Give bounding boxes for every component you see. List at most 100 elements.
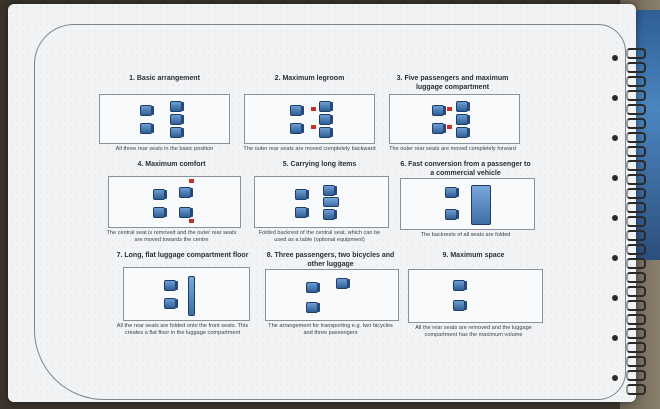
seat-icon bbox=[140, 123, 154, 134]
seat-diagram bbox=[400, 178, 535, 230]
arrow-icon bbox=[447, 125, 452, 129]
seat-icon bbox=[445, 187, 459, 198]
binding-ring bbox=[626, 314, 646, 325]
arrow-icon bbox=[189, 219, 194, 223]
binding-ring bbox=[626, 48, 646, 59]
binding-ring bbox=[626, 76, 646, 87]
binding-hole bbox=[612, 55, 618, 61]
binding-ring bbox=[626, 132, 646, 143]
arrow-icon bbox=[447, 107, 452, 111]
binding-hole bbox=[612, 215, 618, 221]
panel-flat-floor: 7. Long, flat luggage compartment floor … bbox=[115, 251, 250, 381]
seat-icon bbox=[153, 207, 167, 218]
binding-hole bbox=[612, 255, 618, 261]
panel-three-passengers-bicycles: 8. Three passengers, two bicycles and ot… bbox=[263, 251, 399, 381]
binding-ring bbox=[626, 202, 646, 213]
seat-icon bbox=[453, 300, 467, 311]
panel-caption: All the rear seats are removed and the l… bbox=[415, 325, 532, 338]
binding-ring bbox=[626, 258, 646, 269]
seat-diagram bbox=[123, 267, 250, 321]
seat-icon bbox=[456, 114, 470, 125]
panel-title: 6. Fast conversion from a passenger to a… bbox=[400, 161, 531, 177]
panel-title: 3. Five passengers and maximum luggage c… bbox=[396, 75, 509, 91]
binding-hole bbox=[612, 135, 618, 141]
seat-icon bbox=[336, 278, 350, 289]
panel-title: 2. Maximum legroom bbox=[274, 75, 345, 82]
folded-seat-table bbox=[323, 197, 339, 207]
folded-seat-block bbox=[188, 276, 195, 316]
panel-caption: All three rear seats in the basic positi… bbox=[115, 146, 214, 152]
binding-ring bbox=[626, 286, 646, 297]
binding-ring bbox=[626, 230, 646, 241]
seat-diagram bbox=[108, 176, 241, 228]
panel-five-passengers: 3. Five passengers and maximum luggage c… bbox=[385, 74, 520, 204]
seat-icon bbox=[170, 114, 184, 125]
panel-maximum-space: 9. Maximum space All the rear seats are … bbox=[406, 251, 543, 381]
seat-icon bbox=[140, 105, 154, 116]
seat-icon bbox=[290, 105, 304, 116]
panel-caption: Folded backrest of the central seat, whi… bbox=[258, 230, 381, 243]
panel-caption: The outer rear seats are moved completel… bbox=[389, 146, 516, 152]
seat-icon bbox=[164, 298, 178, 309]
seat-diagram bbox=[265, 269, 399, 321]
panel-carrying-long-items: 5. Carrying long items Folded backrest o… bbox=[252, 160, 389, 290]
seat-icon bbox=[453, 280, 467, 291]
seat-diagram bbox=[244, 94, 375, 144]
seat-icon bbox=[295, 207, 309, 218]
panel-basic-arrangement: 1. Basic arrangement All three rear seat… bbox=[97, 74, 232, 204]
seat-icon bbox=[319, 114, 333, 125]
binding-ring bbox=[626, 244, 646, 255]
seat-icon bbox=[323, 185, 337, 196]
seat-icon bbox=[153, 189, 167, 200]
binding-ring bbox=[626, 160, 646, 171]
seat-icon bbox=[306, 302, 320, 313]
seat-icon bbox=[456, 127, 470, 138]
panel-caption: The outer rear seats are moved completel… bbox=[243, 146, 376, 152]
binding-ring bbox=[626, 90, 646, 101]
binding-hole bbox=[612, 295, 618, 301]
panel-maximum-comfort: 4. Maximum comfort The central seat is r… bbox=[104, 160, 241, 290]
panel-title: 9. Maximum space bbox=[442, 252, 505, 259]
seat-icon bbox=[319, 101, 333, 112]
folded-seat-block bbox=[471, 185, 491, 225]
panel-caption: The arrangement for transporting e.g. tw… bbox=[268, 323, 393, 336]
seat-icon bbox=[323, 209, 337, 220]
seat-icon bbox=[456, 101, 470, 112]
binding-ring bbox=[626, 384, 646, 395]
panel-title: 8. Three passengers, two bicycles and ot… bbox=[266, 252, 395, 268]
seat-icon bbox=[179, 187, 193, 198]
arrow-icon bbox=[311, 125, 316, 129]
panel-caption: All the rear seats are folded onto the f… bbox=[116, 323, 249, 336]
seat-diagram bbox=[408, 269, 543, 323]
page-frame bbox=[34, 24, 626, 400]
panel-title: 1. Basic arrangement bbox=[129, 75, 200, 82]
binding-ring bbox=[626, 370, 646, 381]
seat-icon bbox=[445, 209, 459, 220]
seat-icon bbox=[306, 282, 320, 293]
binding-ring bbox=[626, 174, 646, 185]
binding-ring bbox=[626, 104, 646, 115]
seat-icon bbox=[319, 127, 333, 138]
seat-icon bbox=[179, 207, 193, 218]
panel-maximum-legroom: 2. Maximum legroom The outer rear seats … bbox=[242, 74, 377, 204]
binding-ring bbox=[626, 342, 646, 353]
binding-ring bbox=[626, 356, 646, 367]
binding-ring bbox=[626, 118, 646, 129]
panel-title: 7. Long, flat luggage compartment floor bbox=[116, 252, 249, 259]
panel-fast-conversion: 6. Fast conversion from a passenger to a… bbox=[398, 160, 535, 290]
seat-icon bbox=[290, 123, 304, 134]
panel-caption: The central seat is removed and the oute… bbox=[106, 230, 237, 243]
seat-icon bbox=[432, 123, 446, 134]
binding-hole bbox=[612, 95, 618, 101]
panel-title: 5. Carrying long items bbox=[282, 161, 357, 168]
panel-caption: The backrests of all seats are folded bbox=[420, 232, 511, 238]
binding-hole bbox=[612, 175, 618, 181]
binding-ring bbox=[626, 272, 646, 283]
binding-ring bbox=[626, 146, 646, 157]
seat-icon bbox=[164, 280, 178, 291]
binding-hole bbox=[612, 375, 618, 381]
seat-icon bbox=[170, 101, 184, 112]
arrow-icon bbox=[189, 179, 194, 183]
binding-ring bbox=[626, 62, 646, 73]
seat-icon bbox=[432, 105, 446, 116]
